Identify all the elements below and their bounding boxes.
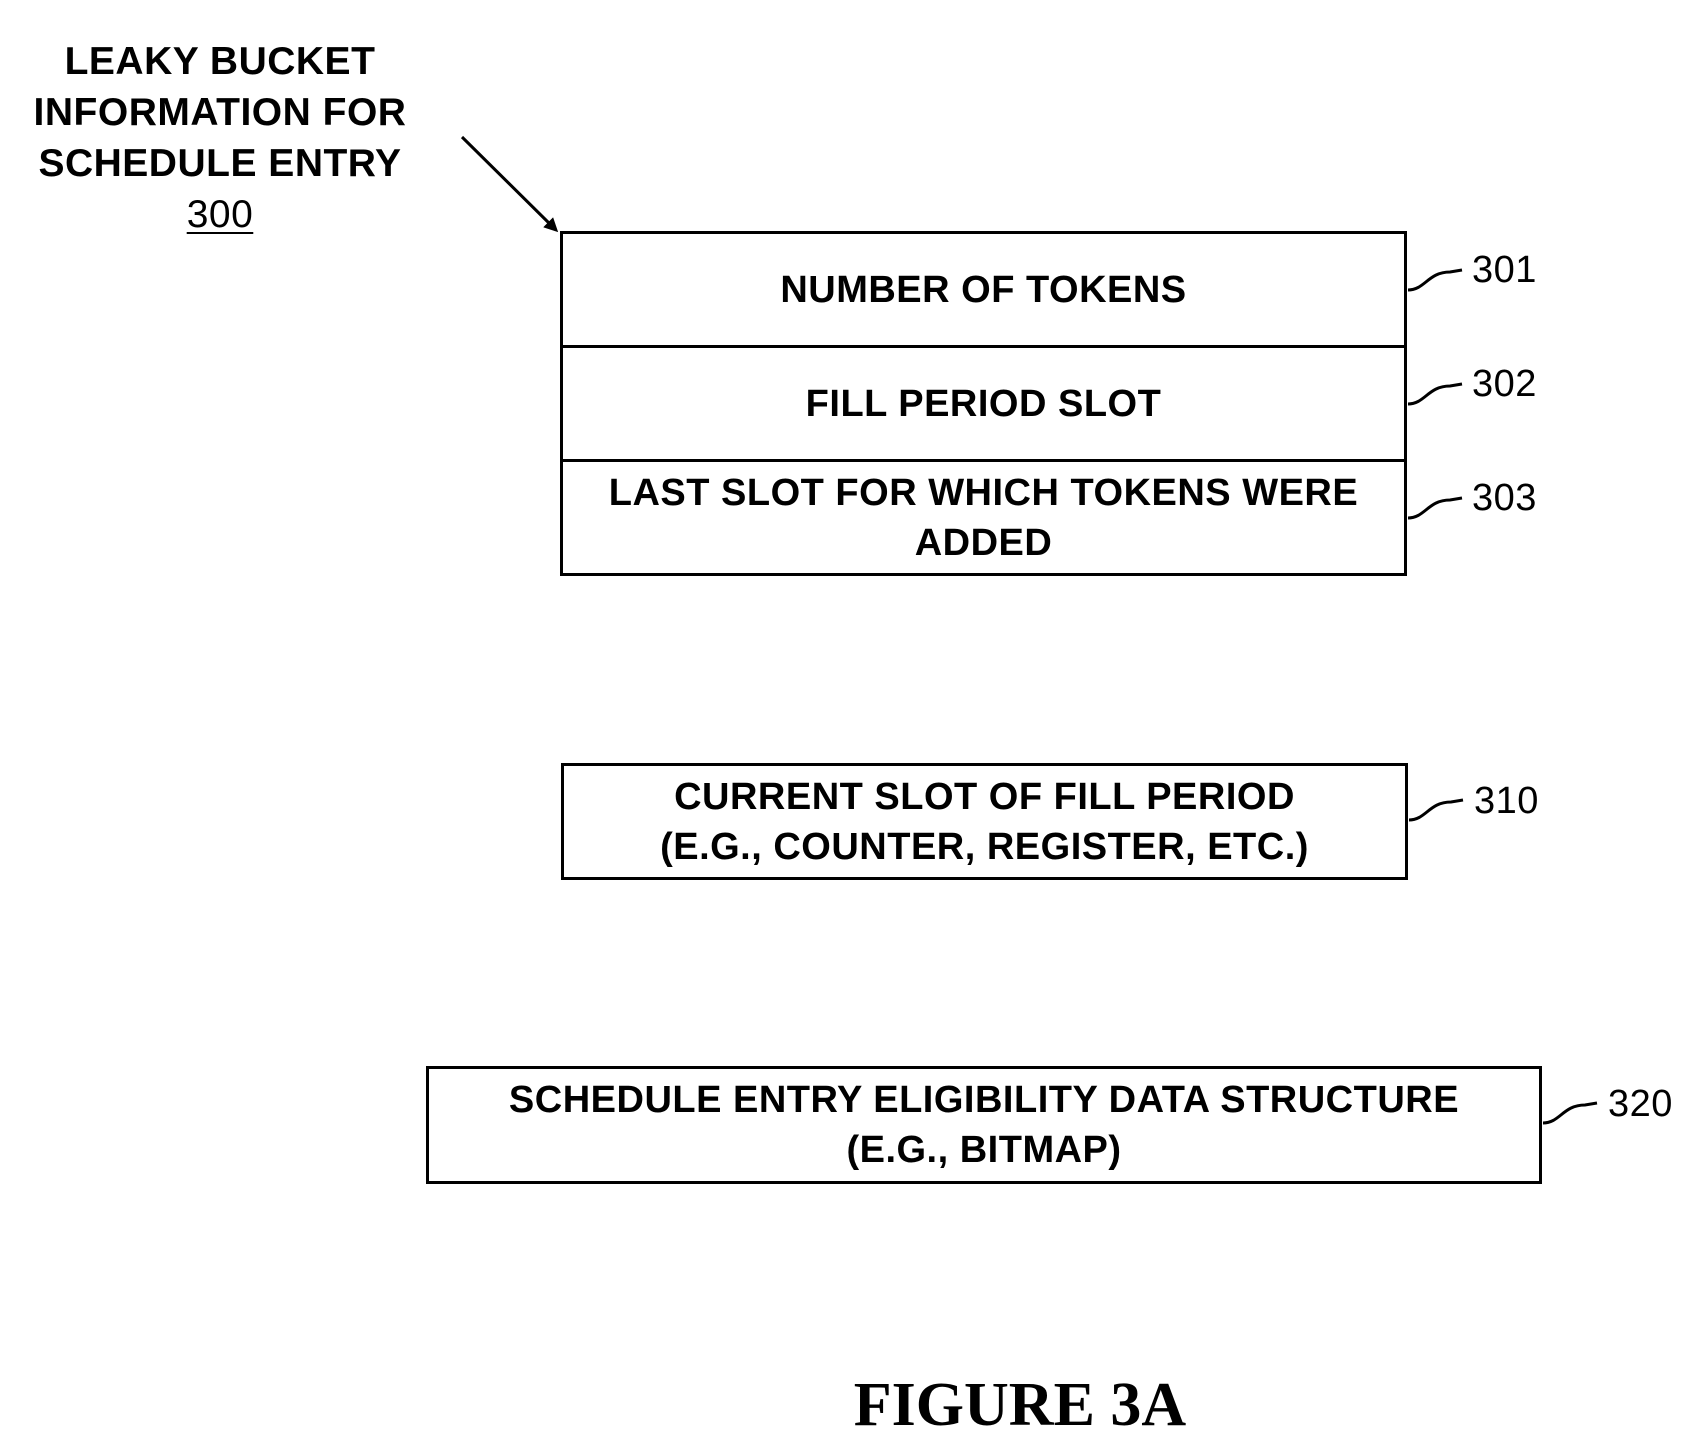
caption-line-1: LEAKY BUCKET [64,40,376,83]
eligibility-structure-box: SCHEDULE ENTRY ELIGIBILITY DATA STRUCTUR… [426,1066,1542,1184]
leader-310 [1408,798,1464,822]
current-slot-line-1: CURRENT SLOT OF FILL PERIOD [674,775,1295,818]
field-last-slot-tokens-added: LAST SLOT FOR WHICH TOKENS WERE ADDED [608,471,1359,564]
leaky-bucket-caption: LEAKY BUCKET INFORMATION FOR SCHEDULE EN… [10,36,430,240]
caption-pointer-arrow [460,135,559,233]
current-slot-line-2: (E.G., COUNTER, REGISTER, ETC.) [660,825,1309,868]
current-slot-box: CURRENT SLOT OF FILL PERIOD (E.G., COUNT… [561,763,1408,880]
eligibility-line-1: SCHEDULE ENTRY ELIGIBILITY DATA STRUCTUR… [508,1079,1460,1121]
ref-302: 302 [1472,363,1537,405]
caption-line-2: INFORMATION FOR [33,91,407,134]
leader-303 [1407,496,1463,520]
ref-303: 303 [1472,477,1537,519]
ref-301: 301 [1472,249,1537,291]
caption-reference-number: 300 [186,193,254,236]
leader-320 [1542,1101,1598,1125]
field-number-of-tokens: NUMBER OF TOKENS [563,234,1404,348]
field-fill-period-slot: FILL PERIOD SLOT [563,348,1404,462]
figure-title: FIGURE 3A [853,1371,1187,1439]
ref-310: 310 [1474,780,1539,822]
ref-320: 320 [1608,1083,1673,1125]
eligibility-line-2: (E.G., BITMAP) [846,1129,1122,1171]
caption-line-3: SCHEDULE ENTRY [38,142,402,185]
leader-302 [1407,382,1463,406]
leader-301 [1407,268,1463,292]
leaky-bucket-entry-table: NUMBER OF TOKENS FILL PERIOD SLOT LAST S… [560,231,1407,576]
